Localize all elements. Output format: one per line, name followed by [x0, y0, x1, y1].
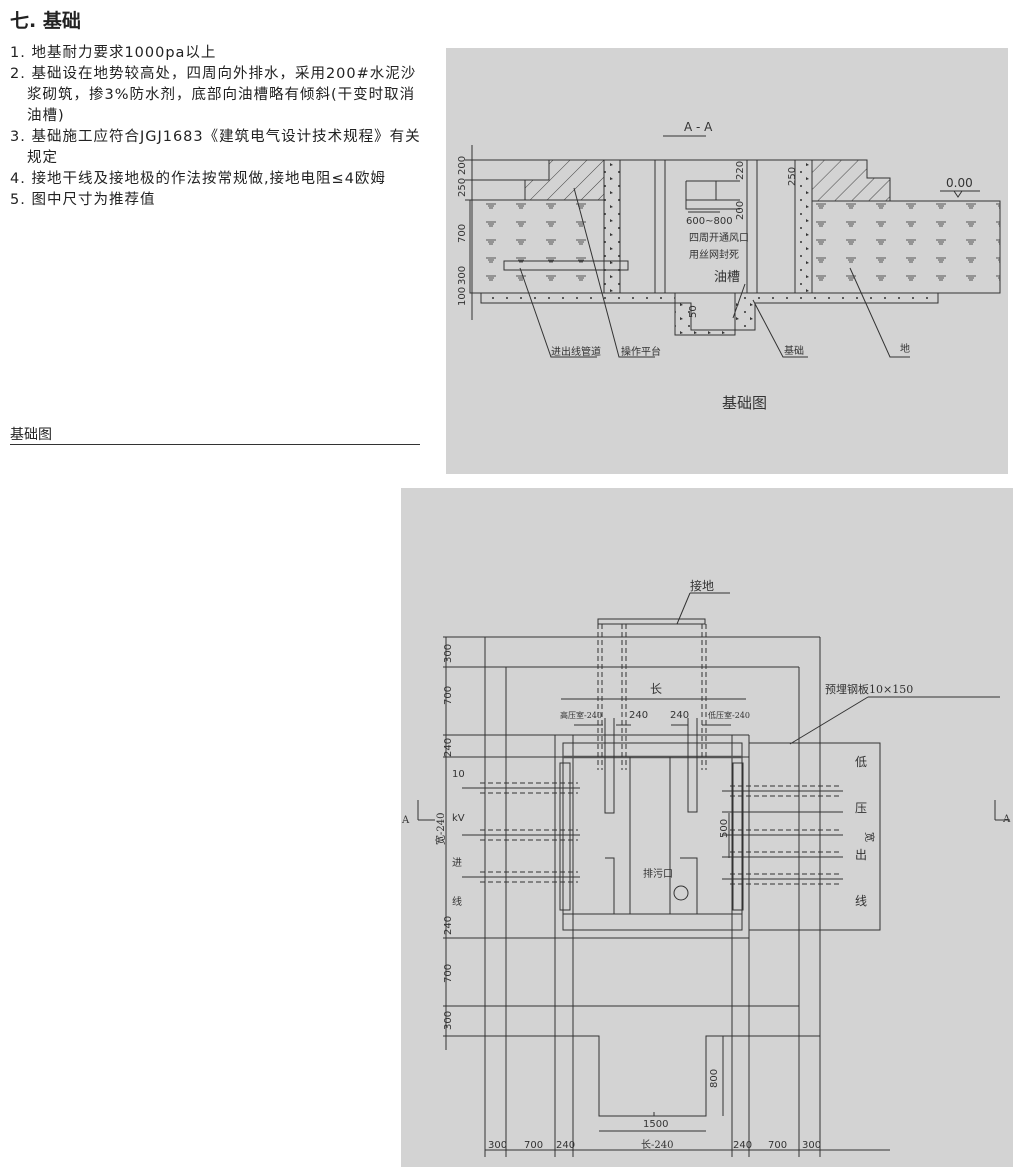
dim-text: 250	[787, 167, 798, 186]
annotations: 四周开通风口 用丝网封死 油槽 进出线管道 操作平台 基础 地 基础图	[551, 232, 910, 412]
dim-text: 700	[443, 964, 454, 983]
section-title: A - A	[684, 120, 713, 134]
level-mark: 0.00	[946, 176, 973, 190]
dim-text: 长-240	[641, 1139, 673, 1151]
grounding-bar	[597, 618, 706, 625]
platform-left	[524, 159, 605, 201]
length-label: 长	[650, 682, 662, 696]
notes-list: 1. 地基耐力要求1000pa以上 2. 基础设在地势较高处，四周向外排水，采用…	[10, 43, 430, 211]
dim-text: 240	[443, 738, 454, 757]
plan-drawing-panel: 接地 长 预埋钢板10×150 高压室-240 240 240 低压室-240 …	[401, 488, 1013, 1167]
dim-text: 240	[556, 1140, 575, 1151]
note-item: 3. 基础施工应符合JGJ1683《建筑电气设计技术规程》有关规定	[10, 129, 421, 166]
drain-label: 排污口	[643, 867, 673, 880]
lv-out-label: 低	[855, 755, 867, 769]
hv-room-dim: 高压室-240	[560, 710, 602, 720]
note-item: 4. 接地干线及接地极的作法按常规做,接地电阻≤4欧姆	[10, 171, 386, 187]
leader-lines	[676, 592, 1000, 745]
note-item: 2. 基础设在地势较高处，四周向外排水，采用200#水泥沙浆砌筑，掺3%防水剂，…	[10, 66, 417, 124]
dim-text: 500	[719, 819, 730, 838]
dim-text: 200	[735, 201, 746, 220]
plan-drawing: 接地 长 预埋钢板10×150 高压室-240 240 240 低压室-240 …	[401, 578, 1011, 1157]
dim-text: 300	[443, 1011, 454, 1030]
grounding-label: 接地	[690, 578, 714, 593]
dim-text: 50	[688, 305, 699, 318]
drain-outlet	[673, 885, 689, 901]
dim-text: 200	[457, 156, 468, 175]
oil-trough-label: 油槽	[714, 270, 740, 285]
grounding-rods	[597, 624, 707, 770]
dim-text: 700	[524, 1140, 543, 1151]
lv-out-label: 线	[855, 894, 867, 908]
lv-cables	[722, 785, 843, 885]
dim-text: 700	[443, 686, 454, 705]
platform-label: 操作平台	[621, 345, 661, 358]
grid-lines	[443, 636, 881, 1157]
vent-width: 600~800	[686, 216, 733, 227]
dim-text: 700	[768, 1140, 787, 1151]
dim-text: 700	[457, 224, 468, 243]
section-mark-right: A	[1002, 814, 1011, 825]
soil-left	[469, 199, 605, 294]
vent-note: 用丝网封死	[689, 248, 739, 261]
section-drawing: A - A 200 250 700 300 100	[457, 120, 1001, 412]
cable-pipe	[503, 260, 629, 271]
hv-in-label: 10	[452, 769, 465, 780]
dim-text: 240	[629, 710, 648, 721]
leader-lines	[519, 187, 910, 358]
wall-left	[603, 159, 621, 294]
dimension-lines	[445, 637, 890, 1151]
base-slab	[480, 292, 939, 336]
section-caption: 基础图	[722, 394, 767, 412]
lv-out-label: 压	[855, 801, 867, 815]
dim-text: 800	[709, 1069, 720, 1088]
dim-text: 100	[457, 287, 468, 306]
lv-room-dim: 低压室-240	[708, 710, 750, 720]
level-symbol	[940, 190, 980, 198]
hv-in-label: 进	[452, 857, 462, 869]
lv-out-label: 出	[855, 848, 867, 862]
platform-right	[811, 159, 891, 202]
dim-text: 1500	[643, 1119, 668, 1130]
section-mark-left: A	[401, 815, 410, 826]
pipe-label: 进出线管道	[551, 345, 601, 358]
dim-text: 240	[670, 710, 689, 721]
left-caption: 基础图	[10, 427, 52, 443]
dim-text: 300	[802, 1140, 821, 1151]
vent-opening	[685, 180, 740, 210]
section-arrows	[417, 800, 1010, 821]
note-item: 5. 图中尺寸为推荐值	[10, 192, 156, 208]
foundation-label: 基础	[784, 344, 804, 357]
dim-text: 300	[488, 1140, 507, 1151]
steel-plate-label: 预埋钢板10×150	[825, 682, 913, 696]
ground-label: 地	[900, 342, 910, 355]
dim-text: 300	[443, 644, 454, 663]
hv-in-label: kV	[452, 813, 465, 824]
vent-note: 四周开通风口	[689, 232, 749, 244]
dims-left: 200 250 700 300 100 220 250 200 50 600~8…	[457, 156, 973, 318]
section-title: 七. 基础	[10, 10, 81, 32]
soil-right	[811, 200, 1001, 294]
dim-text: 300	[457, 266, 468, 285]
lv-width-label: 宽	[863, 832, 876, 842]
dim-text: 240	[443, 916, 454, 935]
dim-text: 250	[457, 178, 468, 197]
section-drawing-panel: A - A 200 250 700 300 100	[446, 48, 1008, 474]
hv-in-label: 线	[452, 895, 462, 908]
width-label: 宽-240	[434, 813, 447, 845]
dim-text: 220	[735, 161, 746, 180]
dim-text: 240	[733, 1140, 752, 1151]
hv-cables	[462, 782, 580, 883]
note-item: 1. 地基耐力要求1000pa以上	[10, 45, 217, 61]
plan-labels: 接地 长 预埋钢板10×150 高压室-240 240 240 低压室-240 …	[401, 578, 1011, 1151]
caption-underline	[10, 444, 420, 445]
